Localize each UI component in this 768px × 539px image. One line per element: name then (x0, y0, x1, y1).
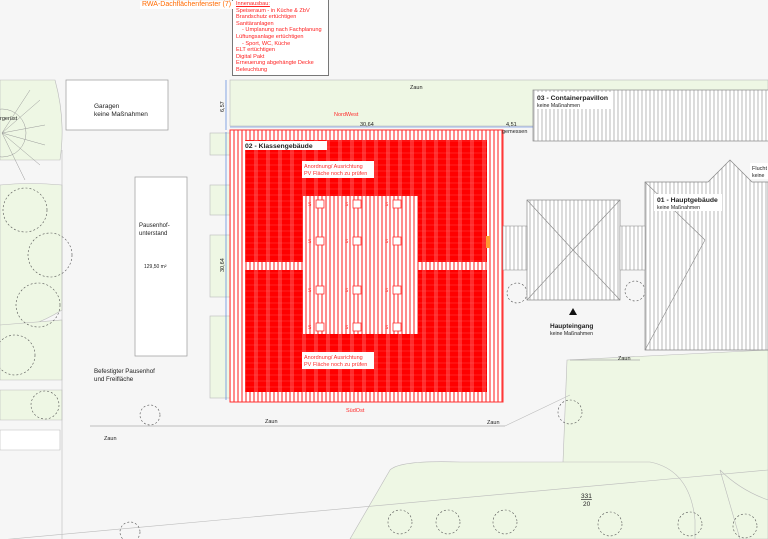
pv-marker: S (345, 325, 349, 331)
container-title: 03 - Containerpavillon (537, 95, 608, 102)
pv-marker: S (385, 325, 389, 331)
pausenhof-area: 129,50 m² (144, 264, 167, 270)
container-sub: keine Maßnahmen (537, 103, 580, 109)
notes-item: Beleuchtung (236, 66, 268, 73)
notes-item: Erneuerung abgehängte Decke (236, 60, 314, 67)
rwa-note: RWA-Dachflächenfenster (7) (140, 1, 234, 9)
parcel-number: 331 (581, 493, 592, 500)
parcel-denominator: 20 (583, 501, 591, 508)
notes-item: Brandschutz ertüchtigen (236, 14, 297, 21)
hauptgebaeude-sub: keine Maßnahmen (657, 205, 700, 211)
garagen-label: Garagen (94, 103, 120, 110)
notes-item: Speiseraum - in Küche & ZbV (236, 7, 310, 14)
dimension-side: 4,51 (506, 122, 517, 128)
pv-note-bottom-2: PV Fläche noch zu prüfen (304, 362, 367, 368)
orientation-suedost: SüdOst (346, 408, 365, 414)
notes-item: - Sport, WC, Küche (242, 40, 291, 47)
pv-marker: S (308, 288, 312, 294)
pv-marker: S (345, 288, 349, 294)
fence-label: Zaun (618, 356, 631, 362)
pv-note-top-2: PV Fläche noch zu prüfen (304, 171, 367, 177)
climbing-frame (0, 89, 46, 181)
notes-item: Sanitäranlagen (236, 20, 274, 27)
hauptgebaeude[interactable] (644, 159, 768, 351)
pausenhof-label-2: unterstand (139, 231, 167, 237)
pv-marker: S (308, 325, 312, 331)
haupteingang-roof[interactable] (502, 199, 646, 301)
flucht-sub: keine (752, 173, 765, 179)
hauptgebaeude-title: 01 - Hauptgebäude (657, 197, 718, 204)
entrance-arrow-icon (569, 308, 577, 315)
pv-marker: S (385, 202, 389, 208)
trees (0, 187, 758, 539)
klassengebaeude[interactable] (229, 129, 504, 403)
notes-heading: Innenausbau: (236, 1, 270, 7)
haupteingang-label: Haupteingang (550, 323, 593, 330)
fence-label: Zaun (410, 85, 423, 91)
dimension-gemessen: gemessen (502, 129, 527, 135)
notes-item: Digital Pakt (236, 53, 265, 60)
pausenhof-label-1: Pausenhof- (139, 223, 170, 229)
pv-marker: S (308, 202, 312, 208)
befestigt-label-1: Befestigter Pausenhof (94, 368, 155, 375)
notes-item: Lüftungsanlage ertüchtigen (236, 33, 304, 40)
befestigt-label-2: und Freifläche (94, 376, 134, 383)
flucht-label: Flucht (752, 166, 767, 172)
pv-marker: S (385, 288, 389, 294)
pv-marker: S (385, 239, 389, 245)
pausenhof-unterstand[interactable] (134, 176, 188, 357)
measures-notes-box: Innenausbau: Speiseraum - in Küche & ZbV… (232, 0, 329, 76)
dimension-lines (225, 80, 533, 400)
green-areas (0, 79, 768, 539)
haupteingang-sub: keine Maßnahmen (550, 331, 593, 337)
fence-label: Zaun (487, 420, 500, 426)
pv-note-bottom-1: Anordnung/ Ausrichtung (304, 355, 363, 361)
klassengebaeude-title: 02 - Klassengebäude (245, 143, 313, 150)
dimension-setback: 6,57 (220, 101, 226, 112)
orientation-nordwest: NordWest (334, 112, 359, 118)
garagen-building[interactable] (65, 79, 169, 131)
pv-markers (315, 199, 402, 332)
pv-marker: S (345, 239, 349, 245)
dimension-depth: 30,64 (220, 258, 226, 272)
notes-item: - Umplanung nach Fachplanung (242, 27, 322, 34)
fence-label: Zaun (265, 419, 278, 425)
pv-note-top-1: Anordnung/ Ausrichtung (304, 164, 363, 170)
pv-marker: S (308, 239, 312, 245)
pv-marker: S (345, 202, 349, 208)
garagen-sub: keine Maßnahmen (94, 111, 148, 118)
fence-label: Zaun (104, 436, 117, 442)
dimension-width: 30,64 (360, 122, 374, 128)
climbing-frame-label: rgerüst (0, 116, 18, 122)
notes-item: ELT ertüchtigen (236, 47, 275, 54)
